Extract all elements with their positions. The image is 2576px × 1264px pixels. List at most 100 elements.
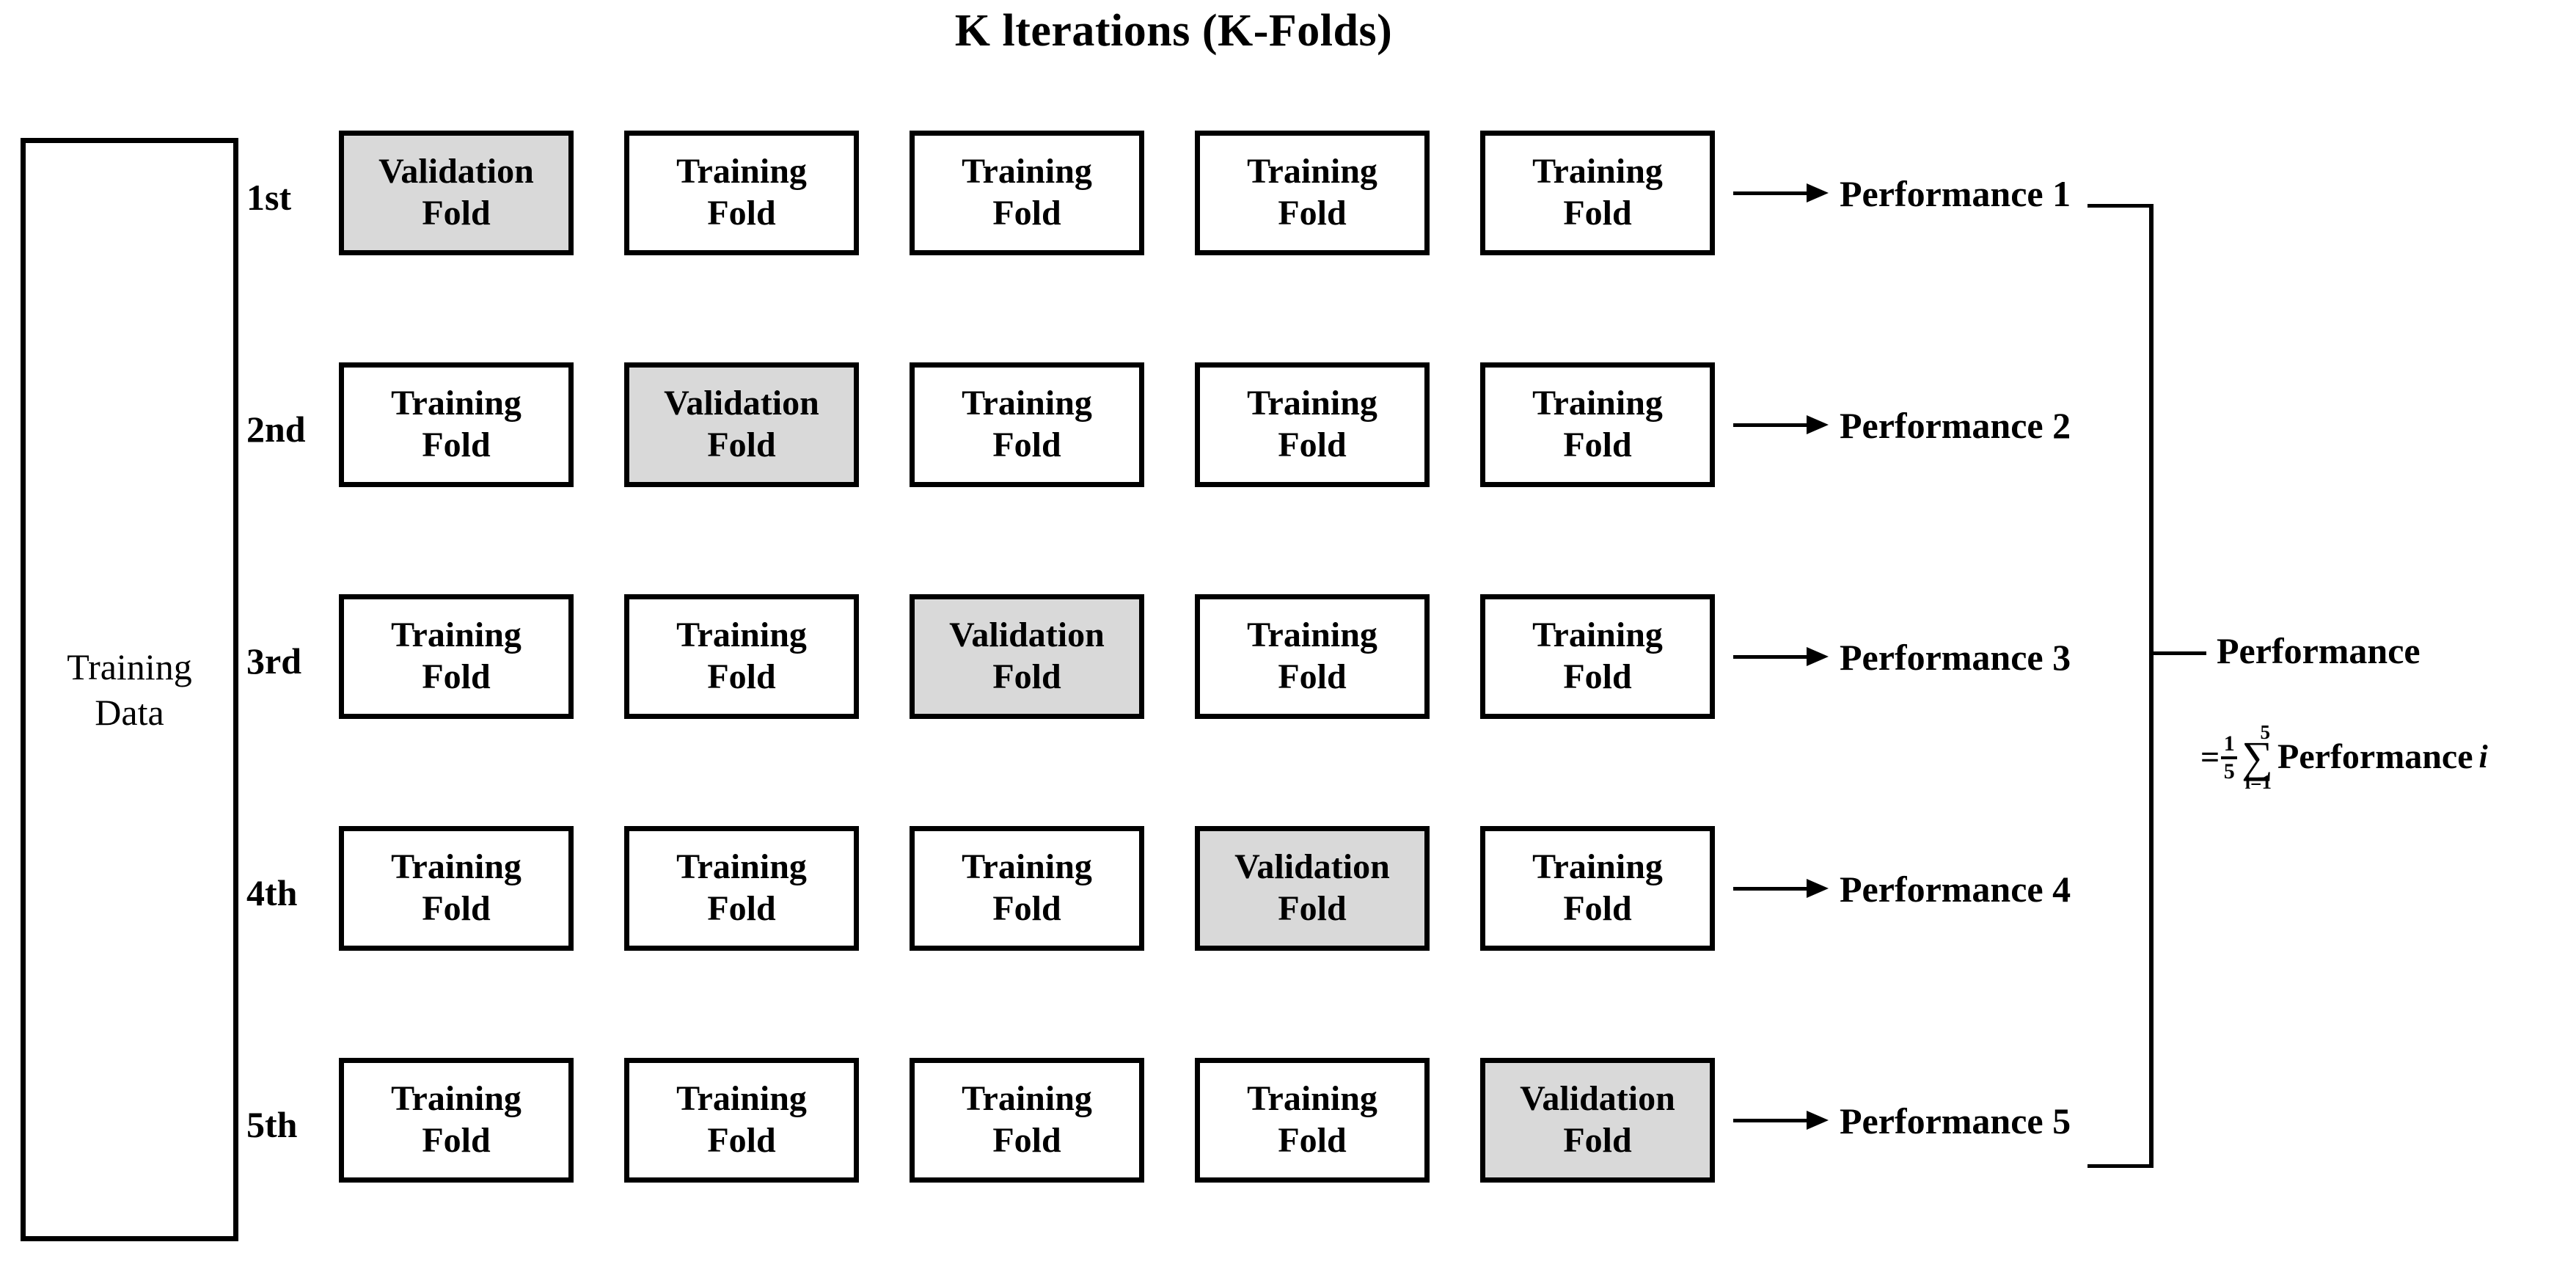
fold-label-r1c3: Training Fold (962, 151, 1092, 234)
fold-label-line-1: Training (676, 847, 807, 887)
fold-label-line-2: Fold (992, 425, 1061, 464)
aggregate-performance-formula: = 1 5 5 ∑ i=1 Performance i (2200, 723, 2488, 792)
fraction-bar (2221, 756, 2238, 760)
fold-label-line-1: Training (676, 152, 807, 191)
fold-label-line-2: Fold (1563, 425, 1632, 464)
summation-term-index: i (2478, 739, 2488, 775)
fold-label-r5c5: Validation Fold (1520, 1078, 1675, 1161)
fold-label-line-2: Fold (992, 889, 1061, 928)
training-data-label: Training Data (67, 644, 191, 736)
bracket-middle-tick (2152, 651, 2206, 655)
fold-label-line-2: Fold (1563, 657, 1632, 696)
fold-box-r1c1: Validation Fold (339, 131, 574, 255)
fold-label-r5c3: Training Fold (962, 1078, 1092, 1161)
fold-label-line-2: Fold (707, 194, 776, 233)
arrow-shaft (1733, 887, 1810, 891)
fold-label-line-2: Fold (992, 657, 1061, 696)
fold-box-r3c2: Training Fold (624, 594, 859, 719)
arrow-head (1807, 415, 1829, 434)
fold-label-r1c2: Training Fold (676, 151, 807, 234)
fold-box-r1c4: Training Fold (1195, 131, 1430, 255)
fold-box-r4c3: Training Fold (910, 826, 1144, 951)
fold-box-r2c3: Training Fold (910, 362, 1144, 487)
training-data-line-1: Training (67, 646, 192, 687)
arrow-shaft (1733, 423, 1810, 427)
arrow-shaft (1733, 655, 1810, 659)
fold-label-line-2: Fold (1278, 194, 1347, 233)
fold-box-r4c5: Training Fold (1480, 826, 1715, 951)
fold-box-r3c5: Training Fold (1480, 594, 1715, 719)
performance-label-2: Performance 2 (1840, 405, 2071, 446)
fold-label-line-1: Training (1247, 1079, 1377, 1119)
fold-label-line-1: Training (962, 1079, 1092, 1119)
arrow-head (1807, 647, 1829, 666)
iteration-label-4: 4th (246, 872, 298, 913)
fold-label-r4c4: Validation Fold (1234, 847, 1390, 929)
arrow-icon-row-4 (1733, 877, 1830, 899)
fold-label-r1c4: Training Fold (1247, 151, 1377, 234)
fold-label-line-2: Fold (1278, 1121, 1347, 1160)
fold-label-r2c2: Validation Fold (664, 383, 819, 466)
fold-label-line-2: Fold (707, 425, 776, 464)
fold-box-r1c3: Training Fold (910, 131, 1144, 255)
summation-term: Performance (2277, 737, 2473, 777)
fold-label-r2c5: Training Fold (1532, 383, 1663, 466)
fold-box-r2c1: Training Fold (339, 362, 574, 487)
training-data-box: Training Data (21, 138, 238, 1241)
summation-group: 5 ∑ i=1 (2242, 723, 2273, 792)
aggregate-performance-label: Performance (2217, 630, 2421, 671)
fold-box-r5c5: Validation Fold (1480, 1058, 1715, 1183)
iteration-label-2: 2nd (246, 409, 306, 450)
fold-label-line-2: Fold (1278, 425, 1347, 464)
fold-box-r5c4: Training Fold (1195, 1058, 1430, 1183)
fold-box-r5c1: Training Fold (339, 1058, 574, 1183)
fold-label-line-2: Fold (422, 889, 491, 928)
arrow-head (1807, 1111, 1829, 1130)
fold-label-r4c1: Training Fold (391, 847, 522, 929)
fold-label-r4c5: Training Fold (1532, 847, 1663, 929)
fold-label-line-1: Validation (1520, 1079, 1675, 1119)
fold-label-r3c2: Training Fold (676, 615, 807, 698)
page-title: K lterations (K-Folds) (954, 6, 1393, 56)
sigma-icon: ∑ (2242, 733, 2273, 781)
fold-label-line-1: Training (1532, 615, 1663, 655)
fold-label-line-1: Training (1532, 152, 1663, 191)
fold-label-line-1: Training (391, 847, 522, 887)
one-over-k-fraction: 1 5 (2221, 733, 2238, 783)
fold-label-r5c4: Training Fold (1247, 1078, 1377, 1161)
fold-box-r3c3: Validation Fold (910, 594, 1144, 719)
performance-label-3: Performance 3 (1840, 637, 2071, 678)
fold-label-r1c5: Training Fold (1532, 151, 1663, 234)
arrow-shaft (1733, 1119, 1810, 1122)
fold-label-line-1: Validation (664, 384, 819, 423)
bracket-bottom-arm (2087, 1164, 2154, 1168)
iteration-label-5: 5th (246, 1104, 298, 1145)
fold-label-line-1: Training (676, 1079, 807, 1119)
bracket-spine (2149, 204, 2154, 1168)
summation-lower-limit: i=1 (2244, 770, 2272, 793)
fold-label-line-1: Training (1532, 384, 1663, 423)
fold-label-line-2: Fold (1563, 889, 1632, 928)
summation-upper-limit: 5 (2260, 721, 2271, 743)
fold-label-r4c3: Training Fold (962, 847, 1092, 929)
fold-label-line-2: Fold (422, 657, 491, 696)
fold-label-line-1: Training (1247, 152, 1377, 191)
fold-label-r5c1: Training Fold (391, 1078, 522, 1161)
fold-label-line-1: Validation (949, 615, 1105, 655)
fold-box-r5c3: Training Fold (910, 1058, 1144, 1183)
fold-label-line-1: Training (391, 1079, 522, 1119)
arrow-shaft (1733, 191, 1810, 195)
bracket-top-arm (2087, 204, 2154, 208)
fold-box-r2c5: Training Fold (1480, 362, 1715, 487)
fold-box-r3c1: Training Fold (339, 594, 574, 719)
performance-label-4: Performance 4 (1840, 869, 2071, 910)
fold-label-r3c4: Training Fold (1247, 615, 1377, 698)
fold-label-line-2: Fold (1278, 889, 1347, 928)
fold-label-line-2: Fold (422, 1121, 491, 1160)
fold-label-line-1: Training (391, 615, 522, 655)
fold-label-line-2: Fold (992, 1121, 1061, 1160)
iteration-label-1: 1st (246, 177, 292, 218)
fold-label-line-1: Training (1247, 384, 1377, 423)
fold-box-r2c2: Validation Fold (624, 362, 859, 487)
